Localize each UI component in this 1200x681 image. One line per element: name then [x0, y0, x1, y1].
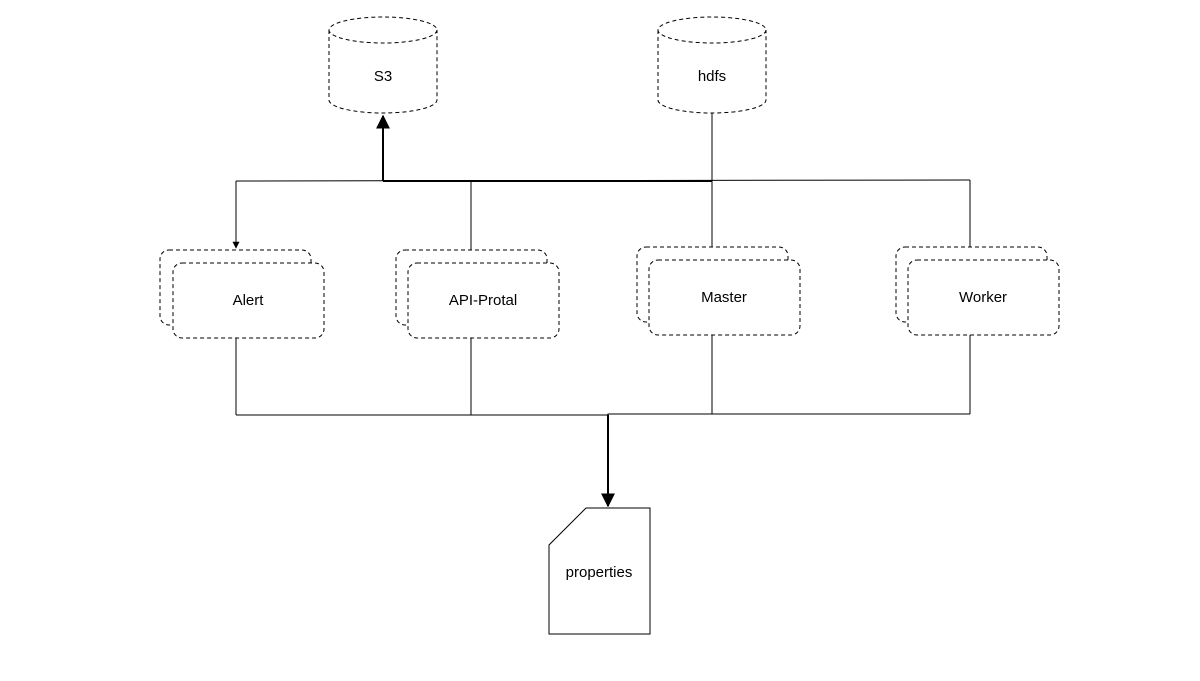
hdfs-label: hdfs: [698, 68, 726, 85]
master-label: Master: [701, 289, 747, 306]
hdfs-cylinder-top: [657, 16, 767, 44]
s3-storage-node: S3: [328, 16, 438, 114]
properties-document-shape: [548, 507, 651, 635]
worker-node-front: [907, 259, 1060, 336]
master-node-front: [648, 259, 801, 336]
s3-cylinder-top: [328, 16, 438, 44]
edge-bottom-bus: [236, 413, 970, 416]
hdfs-storage-node: hdfs: [657, 16, 767, 114]
alert-label: Alert: [233, 292, 265, 309]
worker-label: Worker: [959, 289, 1007, 306]
alert-service-node: Alert: [159, 249, 325, 339]
master-service-node: Master: [636, 246, 801, 336]
worker-service-node: Worker: [895, 246, 1060, 336]
hdfs-cylinder-body: [657, 30, 767, 114]
properties-file-node: properties: [548, 507, 651, 635]
alert-node-front: [172, 262, 325, 339]
api-node-front: [407, 262, 560, 339]
properties-label: properties: [566, 564, 633, 581]
api-protal-service-node: API-Protal: [395, 249, 560, 339]
api-protal-label: API-Protal: [449, 292, 517, 309]
s3-label: S3: [374, 68, 392, 85]
s3-cylinder-body: [328, 30, 438, 114]
